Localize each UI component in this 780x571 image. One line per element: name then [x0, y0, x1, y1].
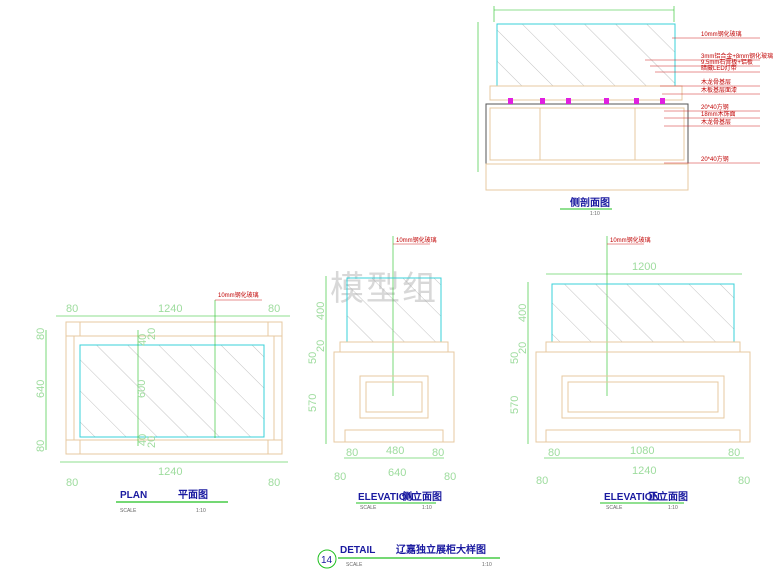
- detail-title-en: DETAIL: [340, 545, 375, 556]
- front-dim-570: 570: [509, 396, 521, 414]
- section-scale: 1:10: [590, 211, 600, 217]
- front-title-cn: 正立面图: [648, 490, 688, 503]
- front-inner-0: 80: [548, 447, 560, 459]
- front-dim-400: 400: [517, 304, 529, 322]
- detail-scale-label: SCALE: [346, 562, 363, 568]
- plan-title-en: PLAN: [120, 490, 147, 501]
- plan-view: 80 1240 80 80 640 80 20 40 600 40 20 10m…: [35, 291, 290, 514]
- section-dim-50b: 50: [464, 96, 476, 108]
- detail-number: 14: [321, 555, 333, 566]
- plan-top-dim-1: 1240: [158, 303, 182, 315]
- plan-left-dim-1: 640: [35, 380, 47, 398]
- plan-inner-dim-0: 20: [146, 328, 158, 340]
- callout-5: 木板基层面漆: [701, 86, 737, 94]
- plan-bottom-outer-0: 80: [66, 477, 78, 489]
- side-dim-20: 20: [315, 340, 327, 352]
- front-inner-1: 1080: [630, 445, 654, 457]
- side-inner-0: 80: [346, 447, 358, 459]
- plan-callout: 10mm钢化玻璃: [218, 291, 259, 299]
- side-dim-400: 400: [315, 302, 327, 320]
- callout-8: 木龙骨基层: [701, 118, 731, 126]
- side-elevation-view: 10mm钢化玻璃 400 20 50 570 80 480 80 640 80 …: [307, 236, 456, 511]
- callout-7: 18mm木饰面: [701, 110, 736, 118]
- side-title-cn: 侧立面图: [402, 490, 442, 503]
- side-title-en: ELEVATION: [358, 492, 414, 503]
- side-outer-0: 80: [334, 471, 346, 483]
- section-dim-90: 90: [464, 158, 476, 170]
- detail-scale: 1:10: [482, 562, 492, 568]
- section-view: 1200 400 50 50 230 90: [464, 0, 773, 217]
- plan-scale: 1:10: [196, 508, 206, 514]
- front-scale: 1:10: [668, 505, 678, 511]
- detail-title-block: 14 DETAIL 辽嘉独立展柜大样图 SCALE 1:10: [317, 543, 500, 569]
- front-outer-1: 80: [738, 475, 750, 487]
- side-outer-1: 80: [444, 471, 456, 483]
- plan-inner-dim-2: 600: [136, 380, 148, 398]
- front-inner-2: 80: [728, 447, 740, 459]
- front-scale-label: SCALE: [606, 505, 623, 511]
- side-callout: 10mm钢化玻璃: [396, 236, 437, 244]
- plan-left-dim-2: 80: [35, 440, 47, 452]
- plan-top-dim-2: 80: [268, 303, 280, 315]
- side-inner-1: 480: [386, 445, 404, 457]
- section-dim-400: 400: [464, 40, 476, 58]
- front-outer-0: 80: [536, 475, 548, 487]
- section-width-dim: 1200: [578, 0, 602, 12]
- front-top-dim: 1200: [632, 261, 656, 273]
- side-dim-570: 570: [307, 394, 319, 412]
- front-elevation-view: 10mm钢化玻璃 1200 400 50 20 570 80 1080 80 1…: [509, 236, 751, 511]
- plan-top-dim-0: 80: [66, 303, 78, 315]
- plan-left-dim-0: 80: [35, 328, 47, 340]
- plan-bottom-dim: 1240: [158, 466, 182, 478]
- detail-title-cn: 辽嘉独立展柜大样图: [396, 543, 486, 556]
- callout-4: 木龙骨基层: [701, 78, 731, 86]
- side-bottom-dim: 640: [388, 467, 406, 479]
- callout-9: 20*40方钢: [701, 155, 729, 163]
- plan-inner-dim-4: 20: [146, 436, 158, 448]
- plan-title-cn: 平面图: [178, 489, 208, 501]
- section-dim-230: 230: [464, 124, 476, 142]
- side-scale: 1:10: [422, 505, 432, 511]
- plan-inner-dim-3: 40: [137, 434, 149, 446]
- callout-6: 20*40方钢: [701, 103, 729, 111]
- front-title-en: ELEVATION: [604, 492, 660, 503]
- front-callout: 10mm钢化玻璃: [610, 236, 651, 244]
- front-dim-50: 50: [509, 352, 521, 364]
- side-scale-label: SCALE: [360, 505, 377, 511]
- plan-bottom-outer-1: 80: [268, 477, 280, 489]
- callout-2: 9.5mm石膏板+铝板: [701, 58, 753, 66]
- plan-scale-label: SCALE: [120, 508, 137, 514]
- front-dim-20: 20: [517, 342, 529, 354]
- section-dim-50a: 50: [464, 84, 476, 96]
- side-dim-50: 50: [307, 352, 319, 364]
- section-title: 侧剖面图: [570, 196, 610, 209]
- front-bottom-dim: 1240: [632, 465, 656, 477]
- callout-1: 3mm铝合金+8mm钢化玻璃: [701, 52, 773, 60]
- callout-3: 暗藏LED灯带: [701, 64, 737, 72]
- plan-inner-dim-1: 40: [137, 334, 149, 346]
- side-inner-2: 80: [432, 447, 444, 459]
- callout-0: 10mm钢化玻璃: [701, 30, 742, 38]
